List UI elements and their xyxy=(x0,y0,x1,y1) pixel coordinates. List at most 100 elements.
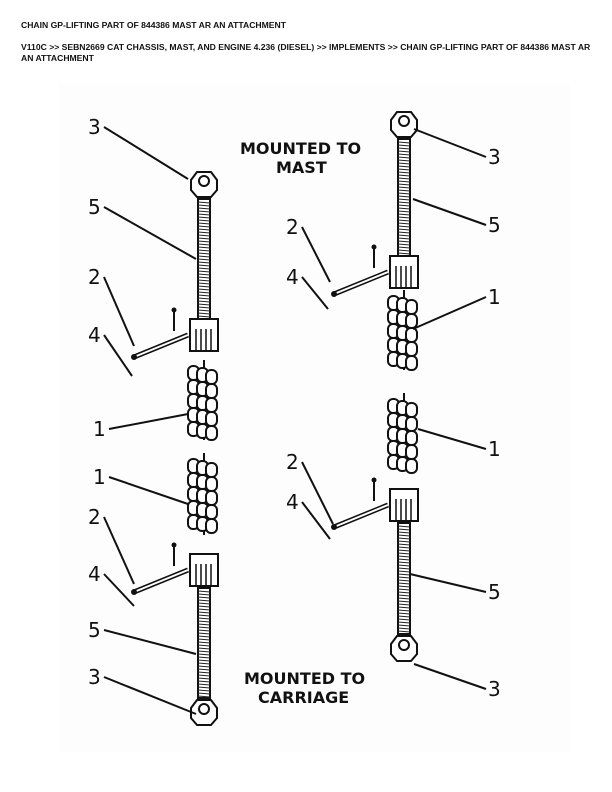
thread xyxy=(197,695,211,698)
thread xyxy=(397,582,411,585)
callout-number: 3 xyxy=(88,665,101,689)
callout-left-5: 5 xyxy=(88,618,197,655)
thread xyxy=(197,668,211,671)
thread xyxy=(197,213,211,216)
thread xyxy=(397,564,411,567)
nut-hole xyxy=(198,703,210,715)
callout-number: 5 xyxy=(488,213,501,237)
thread xyxy=(197,623,211,626)
callout-number: 4 xyxy=(88,562,101,586)
leader-line xyxy=(301,276,329,310)
thread xyxy=(397,216,411,219)
thread xyxy=(197,686,211,689)
leader-line xyxy=(409,573,487,593)
thread xyxy=(197,312,211,315)
nut-hole xyxy=(398,639,410,651)
thread xyxy=(197,596,211,599)
thread xyxy=(397,156,411,159)
callout-right-4: 4 xyxy=(286,490,331,540)
thread xyxy=(197,219,211,222)
thread xyxy=(397,537,411,540)
thread xyxy=(397,186,411,189)
thread xyxy=(197,680,211,683)
thread xyxy=(197,315,211,318)
pin-hi xyxy=(133,334,189,358)
thread xyxy=(197,644,211,647)
leader-line xyxy=(103,629,197,655)
thread xyxy=(397,540,411,543)
thread xyxy=(397,567,411,570)
thread xyxy=(397,588,411,591)
pin-head xyxy=(131,589,137,595)
thread xyxy=(397,612,411,615)
leader-line xyxy=(413,663,487,690)
leaf-chain xyxy=(187,360,218,441)
thread xyxy=(397,165,411,168)
thread xyxy=(197,285,211,288)
chain-plate xyxy=(405,299,418,315)
leader-line xyxy=(103,126,189,180)
clevis-body xyxy=(389,488,419,522)
thread xyxy=(197,234,211,237)
callout-left-4: 4 xyxy=(88,562,135,607)
thread xyxy=(397,549,411,552)
chain-plate xyxy=(205,462,218,478)
thread xyxy=(197,204,211,207)
thread xyxy=(197,231,211,234)
thread xyxy=(197,276,211,279)
thread xyxy=(397,597,411,600)
thread xyxy=(397,618,411,621)
thread xyxy=(397,141,411,144)
callout-number: 3 xyxy=(488,145,501,169)
thread xyxy=(197,228,211,231)
thread xyxy=(197,225,211,228)
hex-nut xyxy=(390,635,418,662)
thread xyxy=(397,204,411,207)
thread xyxy=(397,252,411,255)
thread xyxy=(397,240,411,243)
thread xyxy=(197,282,211,285)
thread xyxy=(197,620,211,623)
callout-number: 2 xyxy=(88,265,101,289)
callout-left-2: 2 xyxy=(88,265,135,347)
thread xyxy=(197,692,211,695)
thread xyxy=(397,546,411,549)
leader-line xyxy=(417,428,487,450)
thread xyxy=(397,195,411,198)
thread xyxy=(397,222,411,225)
chain-plate xyxy=(205,369,218,385)
thread xyxy=(397,183,411,186)
callout-number: 5 xyxy=(488,580,501,604)
thread xyxy=(197,647,211,650)
thread xyxy=(197,309,211,312)
thread xyxy=(197,626,211,629)
thread xyxy=(197,210,211,213)
thread xyxy=(397,174,411,177)
thread xyxy=(197,273,211,276)
callout-right-5: 5 xyxy=(409,573,501,604)
thread xyxy=(197,297,211,300)
callout-right-3: 3 xyxy=(413,663,501,701)
chain-plate xyxy=(205,518,218,534)
pin-hi xyxy=(333,504,389,528)
callout-number: 4 xyxy=(286,265,299,289)
clevis-body xyxy=(189,553,219,587)
thread xyxy=(397,234,411,237)
thread xyxy=(197,294,211,297)
callout-right-4: 4 xyxy=(286,265,329,310)
thread xyxy=(397,579,411,582)
leader-line xyxy=(301,226,331,283)
leader-line xyxy=(301,501,331,540)
chain-plate xyxy=(205,397,218,413)
hex-nut xyxy=(190,171,218,198)
leader-line xyxy=(108,476,189,505)
callout-left-3: 3 xyxy=(88,115,189,180)
leaf-chain xyxy=(387,393,418,474)
thread xyxy=(197,237,211,240)
thread xyxy=(197,267,211,270)
thread xyxy=(397,150,411,153)
nut-hole xyxy=(198,175,210,187)
leader-line xyxy=(108,413,189,430)
thread xyxy=(197,300,211,303)
leader-line xyxy=(103,276,135,347)
